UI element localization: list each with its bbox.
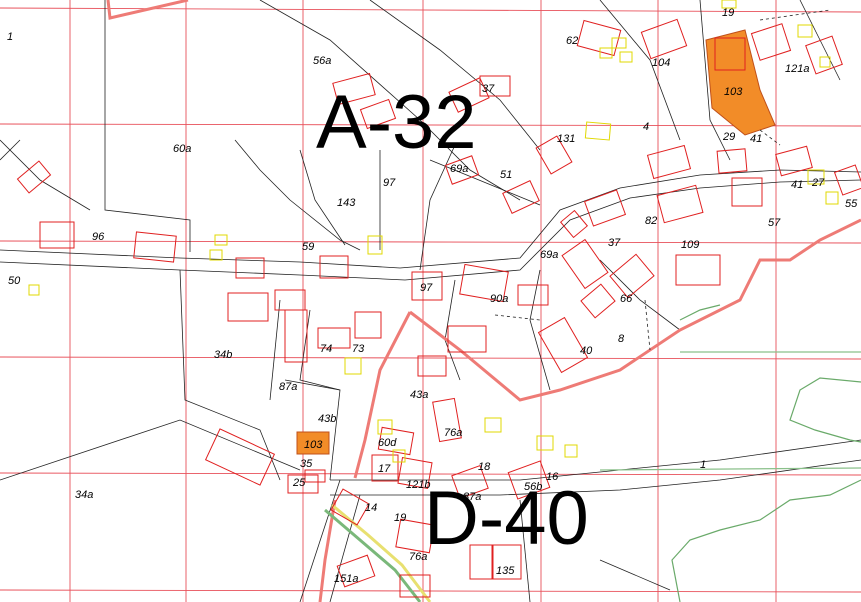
district-boundary: [106, 0, 861, 602]
parcel-number: 69a: [450, 163, 468, 175]
parcel-number: 51: [500, 169, 512, 181]
parcel-number: 14: [365, 502, 377, 514]
parcel-number: 87a: [279, 381, 297, 393]
parcel-number: 73: [352, 343, 365, 355]
vegetation-outlines: [599, 304, 861, 602]
parcel-number: 76a: [409, 551, 427, 563]
parcel-number: 60a: [173, 143, 191, 155]
parcel-number: 34a: [75, 489, 93, 501]
parcel-number: 97: [383, 177, 396, 189]
parcel-number: 66: [620, 293, 633, 305]
road-strips: [324, 503, 432, 602]
parcel-number: 18: [478, 461, 491, 473]
parcel-number: 40: [580, 345, 593, 357]
parcel-number: 1: [700, 459, 706, 471]
parcel-number: 135: [496, 565, 515, 577]
parcel-number: 151a: [334, 573, 358, 585]
parcel-number: 96: [92, 231, 105, 243]
parcel-number: 59: [302, 241, 314, 253]
parcel-number: 109: [681, 239, 699, 251]
highlight-parcel-103-top: [705, 29, 776, 136]
parcel-number: 55: [845, 198, 858, 210]
parcel-number: 50: [8, 275, 21, 287]
parcel-number: 16: [546, 471, 559, 483]
parcel-number: 121b: [406, 479, 430, 491]
parcel-number: 19: [722, 7, 734, 19]
parcel-number: 62: [566, 35, 578, 47]
parcel-number: 25: [292, 477, 306, 489]
parcel-number: 143: [337, 197, 356, 209]
parcel-number: 41: [750, 133, 762, 145]
parcel-number: 74: [320, 343, 332, 355]
buildings: [16, 18, 861, 598]
parcel-number: 4: [643, 121, 649, 133]
parcel-number: 19: [394, 512, 406, 524]
parcel-number: 90a: [490, 293, 508, 305]
parcel-number: 17: [378, 463, 391, 475]
parcel-number: 34b: [214, 349, 232, 361]
parcel-number: 82: [645, 215, 657, 227]
parcel-number: 37: [608, 237, 621, 249]
parcel-numbers: 1 19 62 104 56a 121a 103 37 60a 131 4 29…: [7, 7, 858, 585]
parcel-number: 37: [482, 83, 495, 95]
parcel-number: 60d: [378, 437, 397, 449]
dashed-lines: [494, 9, 831, 351]
highlighted-parcels: [296, 29, 776, 455]
parcel-number: 27: [811, 177, 825, 189]
parcel-number: 103: [304, 439, 323, 451]
parcel-number: 76a: [444, 427, 462, 439]
parcel-number: 97: [420, 282, 433, 294]
parcel-number: 43a: [410, 389, 428, 401]
parcel-number: 29: [722, 131, 735, 143]
highlight-parcel-103-bottom: [296, 431, 330, 455]
parcel-number: 8: [618, 333, 625, 345]
parcel-number: 56b: [524, 481, 542, 493]
parcel-number: 35: [300, 458, 313, 470]
parcel-number: 56a: [313, 55, 331, 67]
parcel-number: 69a: [540, 249, 558, 261]
parcel-number: 87a: [463, 491, 481, 503]
parcel-number: 1: [7, 31, 13, 43]
small-structures: [28, 0, 839, 463]
parcel-number: 41: [791, 179, 803, 191]
parcel-number: 57: [768, 217, 781, 229]
sheet-label-a32: A-32: [316, 80, 477, 165]
sheet-label-d40: D-40: [424, 476, 589, 561]
parcel-number: 104: [652, 57, 670, 69]
parcel-number: 43b: [318, 413, 336, 425]
parcel-number: 131: [557, 133, 575, 145]
parcel-number: 121a: [785, 63, 809, 75]
parcel-number: 103: [724, 86, 743, 98]
